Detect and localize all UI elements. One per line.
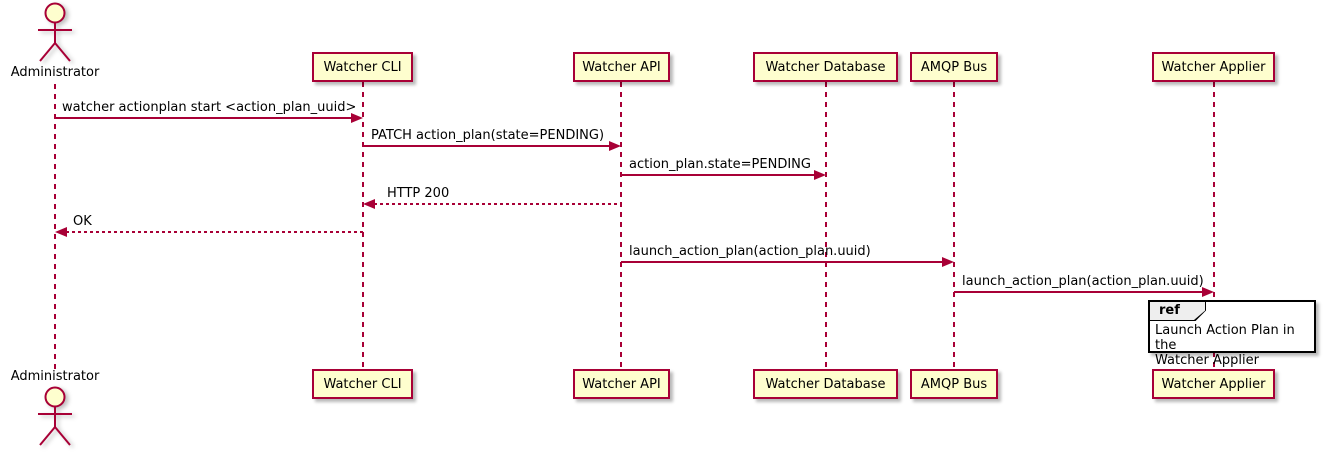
participant-bottom-amqp-bus: AMQP Bus [910, 369, 998, 399]
message-line-dashed [66, 231, 363, 233]
lifeline-watcher-api [620, 82, 622, 369]
message-line-dashed [374, 203, 621, 205]
arrowhead-right-icon [814, 170, 826, 180]
arrowhead-left-icon [55, 227, 67, 237]
message-line [621, 174, 818, 176]
participant-top-watcher-database: Watcher Database [753, 52, 898, 82]
participant-top-watcher-cli: Watcher CLI [312, 52, 413, 82]
ref-fragment: ref Launch Action Plan in the Watcher Ap… [1148, 300, 1316, 368]
message-label: action_plan.state=PENDING [629, 157, 811, 172]
lifeline-watcher-database [825, 82, 827, 369]
message-label: HTTP 200 [387, 186, 450, 201]
arrowhead-right-icon [351, 113, 363, 123]
participant-bottom-watcher-cli: Watcher CLI [312, 369, 413, 399]
lifeline-watcher-applier [1213, 82, 1215, 369]
arrowhead-right-icon [942, 257, 954, 267]
message-line [55, 117, 355, 119]
actor-icon [38, 386, 72, 446]
actor-icon [38, 2, 72, 62]
participant-bottom-watcher-database: Watcher Database [753, 369, 898, 399]
participant-bottom-watcher-applier: Watcher Applier [1152, 369, 1275, 399]
message-label: watcher actionplan start <action_plan_uu… [62, 100, 357, 115]
ref-text: Launch Action Plan in the Watcher Applie… [1155, 323, 1295, 368]
participant-top-amqp-bus: AMQP Bus [910, 52, 998, 82]
arrowhead-left-icon [363, 199, 375, 209]
lifeline-amqp-bus [953, 82, 955, 369]
arrowhead-right-icon [609, 141, 621, 151]
message-label: launch_action_plan(action_plan.uuid) [629, 244, 871, 259]
lifeline-watcher-cli [362, 82, 364, 369]
actor-label-bottom: Administrator [10, 369, 100, 384]
message-line [954, 291, 1205, 293]
participant-top-watcher-api: Watcher API [573, 52, 670, 82]
message-label: OK [73, 214, 92, 229]
ref-keyword: ref [1150, 302, 1205, 320]
message-label: launch_action_plan(action_plan.uuid) [962, 274, 1204, 289]
message-line [363, 145, 613, 147]
message-label: PATCH action_plan(state=PENDING) [371, 128, 605, 143]
participant-top-watcher-applier: Watcher Applier [1152, 52, 1275, 82]
lifeline-administrator [54, 84, 56, 369]
participant-bottom-watcher-api: Watcher API [573, 369, 670, 399]
actor-label-top: Administrator [10, 65, 100, 80]
arrowhead-right-icon [1202, 287, 1214, 297]
message-line [621, 261, 946, 263]
